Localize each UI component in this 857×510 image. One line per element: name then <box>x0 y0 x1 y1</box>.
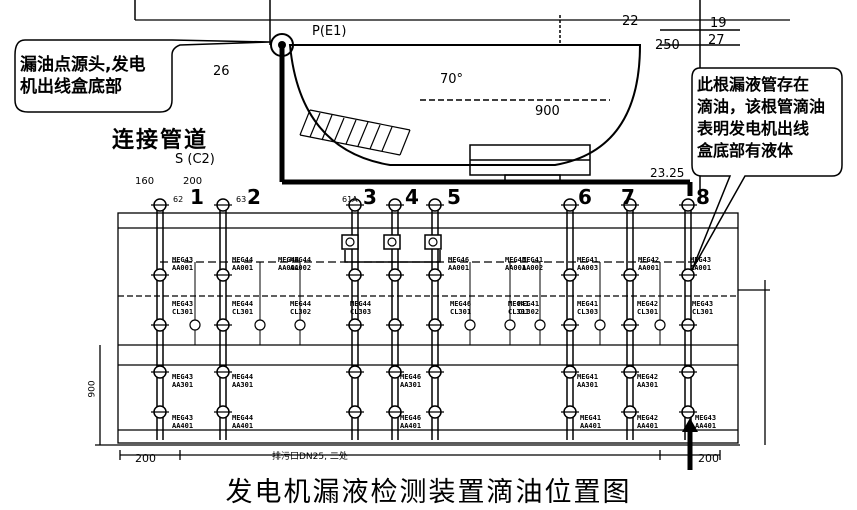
label-p-e1: P(E1) <box>312 24 347 39</box>
pipe-number-2: 2 <box>247 185 261 209</box>
branch-pipe <box>254 262 266 345</box>
valve-box <box>341 234 359 250</box>
right-callout-line2: 滴油，该根管滴油 <box>697 97 826 116</box>
branch-pipe <box>504 262 516 345</box>
pipe-number-3: 3 <box>363 185 377 209</box>
label-27: 27 <box>708 33 725 48</box>
valve-knob <box>345 237 355 247</box>
drip-arrow <box>682 418 698 470</box>
pipe-number-6: 6 <box>578 185 592 209</box>
label-61a: 61A <box>342 195 358 204</box>
branch-pipe <box>464 262 476 345</box>
label-s-c2: S (C2) <box>175 152 215 167</box>
connecting-pipe <box>279 45 693 196</box>
vertical-pipe <box>151 198 169 440</box>
section-title: 连接管道 <box>112 128 209 153</box>
pipe-number-4: 4 <box>405 185 419 209</box>
label-200-bottom-right: 200 <box>698 452 719 465</box>
left-callout-line2: 机出线盒底部 <box>20 77 122 97</box>
valve-knob <box>428 237 438 247</box>
label-62: 62 <box>173 195 184 204</box>
pipe-number-8: 8 <box>696 185 710 209</box>
left-callout-line1: 漏油点源头,发电 <box>20 55 146 75</box>
branch-pipe <box>189 262 201 345</box>
vertical-pipe <box>621 198 639 440</box>
pipe-number-7: 7 <box>621 185 635 209</box>
right-callout-line3: 表明发电机出线 <box>697 119 810 138</box>
valve-knob <box>387 237 397 247</box>
label-angle: 70° <box>440 72 464 87</box>
pipe-group <box>151 198 697 440</box>
label-23-25: 23.25 <box>650 166 685 180</box>
label-63: 63 <box>236 195 247 204</box>
valve-manifold <box>344 250 441 263</box>
support-bracket <box>299 109 411 156</box>
figure-caption: 发电机漏液检测装置滴油位置图 <box>225 477 632 508</box>
right-callout-text: 此根漏液管存在 滴油，该根管滴油 表明发电机出线 盒底部有液体 <box>697 74 825 162</box>
right-callout-bubble <box>691 67 843 271</box>
vertical-pipe <box>679 198 697 440</box>
label-900: 900 <box>535 104 560 119</box>
branch-pipe <box>294 262 306 345</box>
detector-frame <box>95 212 770 460</box>
pipe-number-1: 1 <box>190 185 204 209</box>
label-200-top: 200 <box>183 176 203 187</box>
label-26: 26 <box>213 64 230 79</box>
label-drain: 排污口DN25, 二处 <box>272 452 348 462</box>
vertical-pipe <box>561 198 579 440</box>
branch-pipe <box>534 262 546 345</box>
branch-pipe <box>594 262 606 345</box>
label-19: 19 <box>710 16 727 31</box>
label-200-bottom-left: 200 <box>135 452 156 465</box>
label-900-side: 900 <box>87 380 98 398</box>
branch-pipe <box>654 262 666 345</box>
left-callout-bubble <box>14 39 271 113</box>
left-callout-text: 漏油点源头,发电 机出线盒底部 <box>20 54 145 98</box>
pipe-number-5: 5 <box>447 185 461 209</box>
label-22: 22 <box>622 14 639 29</box>
valve-box <box>424 234 442 250</box>
label-160: 160 <box>135 176 155 187</box>
valve-box <box>383 234 401 250</box>
vertical-pipe <box>214 198 232 440</box>
right-callout-line4: 盒底部有液体 <box>697 141 794 160</box>
leak-source-marker <box>270 33 294 57</box>
label-250: 250 <box>655 38 680 53</box>
right-callout-line1: 此根漏液管存在 <box>697 75 810 94</box>
